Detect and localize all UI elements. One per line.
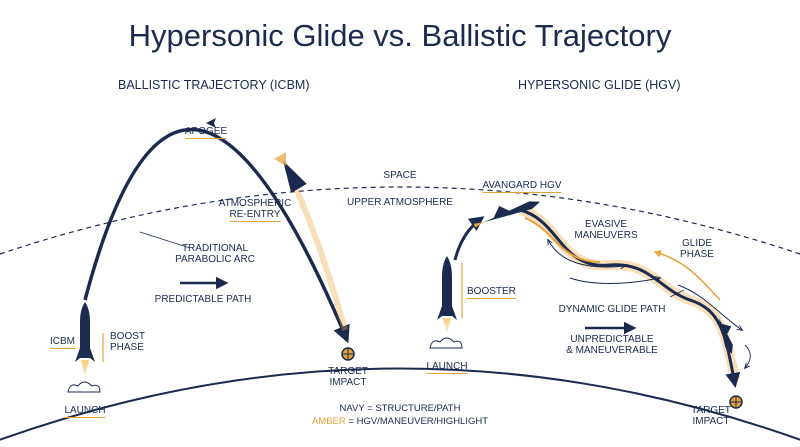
apogee-label: APOGEE: [184, 126, 228, 139]
arc-pointer: [139, 231, 191, 249]
hgv-heading: HYPERSONIC GLIDE (HGV): [518, 78, 681, 92]
launch-smoke-icon: [67, 381, 101, 393]
glide-arrow-icon: [653, 250, 721, 301]
reentry-vehicle-icon: [273, 151, 307, 193]
legend-amber-meaning: = HGV/MANEUVER/HIGHLIGHT: [348, 416, 489, 427]
ballistic-arc-path: [83, 127, 350, 344]
glide-phase-label: GLIDE PHASE: [680, 238, 714, 260]
predictable-label: PREDICTABLE PATH: [154, 294, 252, 305]
atmosphere-boundary: [0, 186, 800, 255]
evasive-arrow-icon: [569, 278, 660, 284]
launch-smoke-icon: [429, 337, 463, 349]
legend-navy-meaning: = STRUCTURE/PATH: [367, 403, 461, 414]
glide-arrow-icon: [745, 344, 751, 368]
arc-label: TRADITIONAL PARABOLIC ARC: [175, 243, 255, 265]
boost-path: [453, 216, 485, 261]
legend-navy: NAVY = STRUCTURE/PATH: [0, 403, 800, 415]
target-label-right: TARGET IMPACT: [691, 405, 731, 427]
icbm-rocket-icon: [75, 302, 95, 378]
ballistic-heading: BALLISTIC TRAJECTORY (ICBM): [118, 78, 310, 92]
dynamic-pointer: [669, 289, 685, 298]
legend-amber: AMBER = HGV/MANEUVER/HIGHLIGHT: [0, 416, 800, 428]
hgv-glider-icon: [473, 201, 541, 228]
reentry-glow: [287, 173, 348, 331]
apogee-marker: [206, 118, 216, 128]
space-label: SPACE: [383, 170, 417, 181]
earth-surface: [0, 367, 800, 441]
dynamic-path-label: DYNAMIC GLIDE PATH: [558, 304, 666, 315]
glide-arrow-icon: [677, 284, 742, 330]
avangard-label: AVANGARD HGV: [482, 180, 562, 193]
target-label-left: TARGET IMPACT: [328, 366, 368, 388]
hgv-glider-icon: [718, 318, 733, 354]
launch-label-right: LAUNCH: [426, 361, 468, 374]
upper-atmosphere-label: UPPER ATMOSPHERE: [347, 197, 453, 208]
legend-amber-word: AMBER: [311, 416, 346, 427]
unpredictable-label: UNPREDICTABLE & MANEUVERABLE: [566, 334, 658, 356]
boost-phase-label: BOOST PHASE: [110, 331, 146, 353]
reentry-label: ATMOSPHERIC RE-ENTRY: [218, 198, 292, 222]
icbm-label: ICBM: [50, 336, 75, 349]
page-title: Hypersonic Glide vs. Ballistic Trajector…: [128, 18, 672, 53]
legend-navy-word: NAVY: [339, 403, 365, 414]
target-crosshair-icon: [341, 347, 355, 361]
booster-label: BOOSTER: [467, 286, 516, 299]
booster-rocket-icon: [437, 256, 457, 334]
launch-label-left: LAUNCH: [64, 405, 106, 418]
evasive-arrow-icon: [548, 240, 625, 267]
target-crosshair-icon: [729, 395, 743, 409]
evasive-label: EVASIVE MANEUVERS: [574, 219, 638, 241]
